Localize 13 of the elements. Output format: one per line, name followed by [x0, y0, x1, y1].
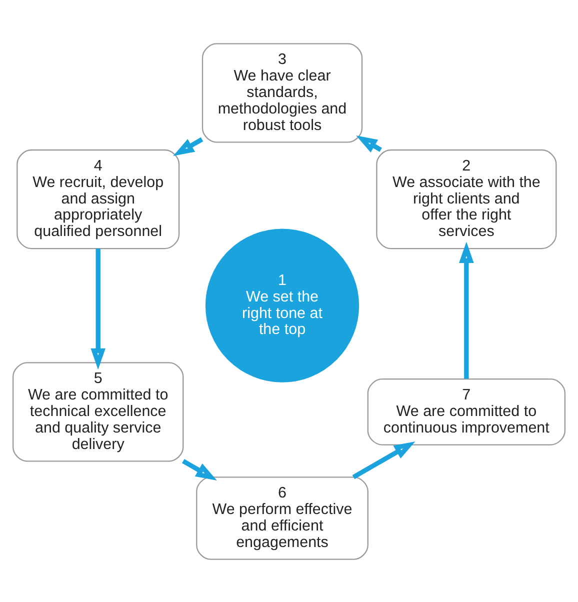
node-box: 7 We are committed to continuous improvement [367, 378, 566, 445]
arrow [182, 458, 217, 480]
node-box: 4 We recruit, develop and assign appropriately qualified personnel [16, 148, 180, 249]
node-box: 3 We have clear standards, methodologies and robust tools [202, 42, 363, 142]
arrow [173, 136, 204, 156]
node-circle: 1 We set the right tone at the top [205, 228, 360, 382]
arrow [352, 440, 416, 479]
node-box: 6 We perform effective and efficient engagements [196, 476, 368, 560]
arrow [90, 248, 106, 370]
arrow [459, 241, 474, 378]
node-box: 5 We are committed to technical excellence and quality service delivery [12, 362, 184, 462]
node-box: 2 We associate with the right clients and offer the right services [376, 148, 557, 249]
arrow [356, 135, 382, 152]
